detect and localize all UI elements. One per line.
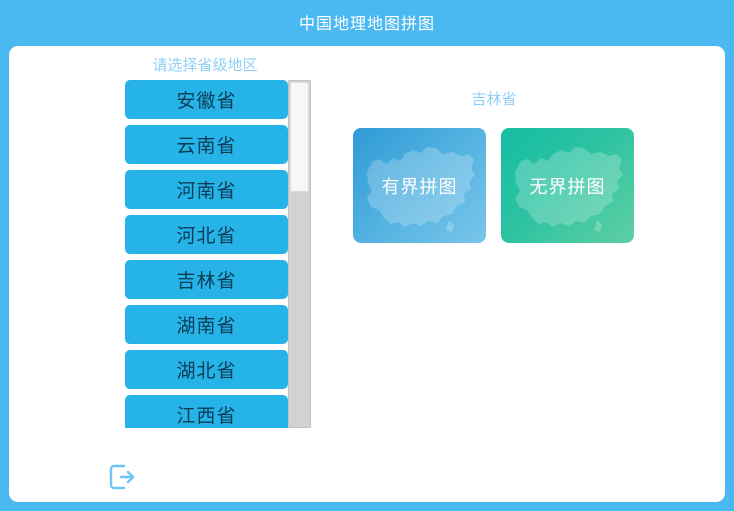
province-list-item[interactable]: 安徽省 — [125, 80, 288, 119]
mode-panel: 吉林省 有界拼图 无界拼图 — [339, 92, 669, 272]
province-list-item[interactable]: 河南省 — [125, 170, 288, 209]
province-list-item[interactable]: 江西省 — [125, 395, 288, 428]
province-list-item[interactable]: 云南省 — [125, 125, 288, 164]
province-picker: 请选择省级地区 安徽省云南省河南省河北省吉林省湖南省湖北省江西省 — [125, 58, 315, 443]
province-list-viewport: 安徽省云南省河南省河北省吉林省湖南省湖北省江西省 — [125, 80, 311, 428]
province-list-scrollbar[interactable] — [288, 80, 311, 428]
province-list-item[interactable]: 河北省 — [125, 215, 288, 254]
scrollbar-thumb[interactable] — [290, 82, 309, 192]
mode-card-borderless[interactable]: 无界拼图 — [501, 128, 634, 243]
mode-card-borderless-label: 无界拼图 — [529, 176, 606, 198]
content-panel: 请选择省级地区 安徽省云南省河南省河北省吉林省湖南省湖北省江西省 吉林省 有界拼… — [9, 46, 725, 502]
province-picker-label: 请选择省级地区 — [152, 56, 258, 74]
page-title: 中国地理地图拼图 — [298, 14, 435, 33]
province-list: 安徽省云南省河南省河北省吉林省湖南省湖北省江西省 — [125, 80, 288, 428]
province-list-item[interactable]: 吉林省 — [125, 260, 288, 299]
province-list-item[interactable]: 湖南省 — [125, 305, 288, 344]
title-bar: 中国地理地图拼图 — [0, 4, 734, 44]
exit-button[interactable] — [102, 459, 142, 495]
exit-icon — [109, 464, 135, 490]
china-map-silhouette-icon — [367, 147, 475, 232]
selected-province-heading: 吉林省 — [471, 90, 517, 108]
mode-card-bordered[interactable]: 有界拼图 — [353, 128, 486, 243]
province-list-item[interactable]: 湖北省 — [125, 350, 288, 389]
mode-card-bordered-label: 有界拼图 — [381, 176, 458, 198]
mode-card-list: 有界拼图 无界拼图 — [339, 128, 669, 243]
china-map-silhouette-icon — [515, 147, 623, 232]
